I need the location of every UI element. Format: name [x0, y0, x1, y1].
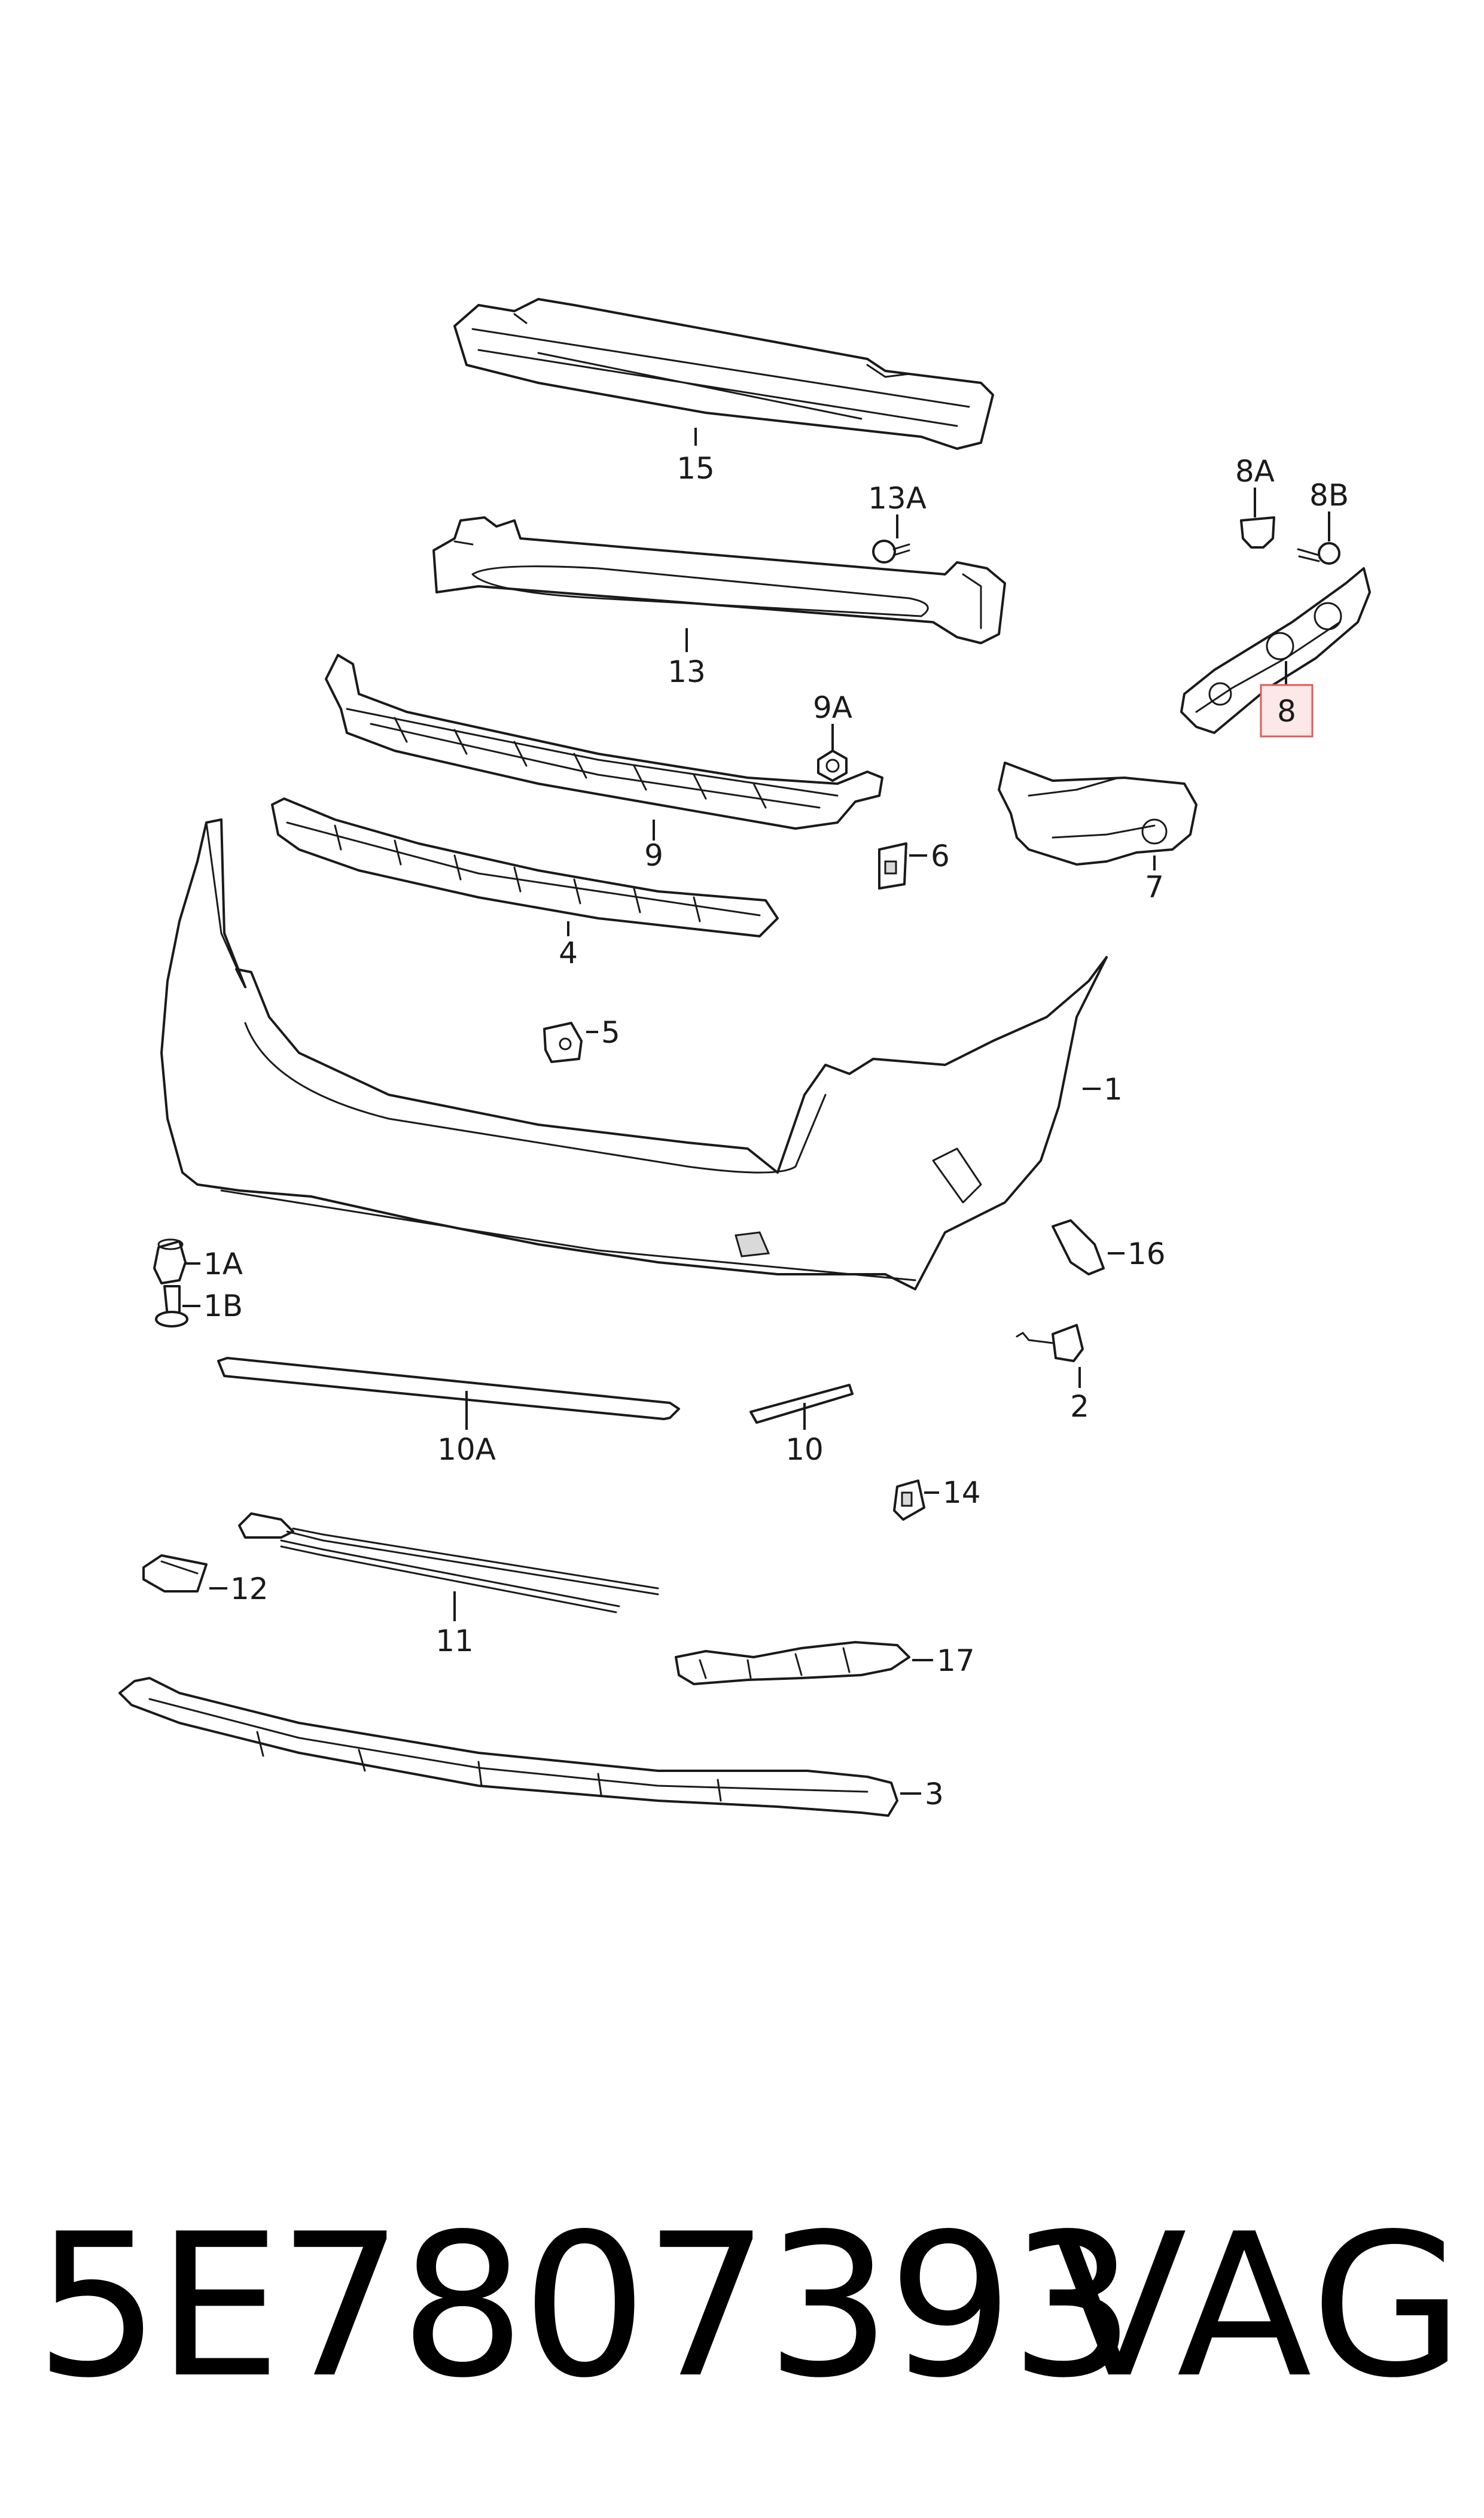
callout-3: 3	[925, 1777, 944, 1811]
callout-7: 7	[1145, 870, 1164, 905]
part-2-tow-cap	[1016, 1324, 1084, 1362]
part-9a-nut	[817, 750, 848, 782]
callout-1a: 1A	[203, 1247, 243, 1281]
callout-10a: 10A	[437, 1432, 496, 1467]
part-10a-trim-strip	[217, 1357, 680, 1420]
part-14-clip	[893, 1479, 925, 1521]
part-7-guide-piece	[998, 762, 1197, 866]
callout-1: 1	[1104, 1072, 1123, 1107]
part-11-wiring-harness	[238, 1512, 659, 1613]
part-6-clip	[878, 842, 907, 890]
callout-8a: 8A	[1235, 454, 1275, 489]
part-number: 5E7807393	[35, 2191, 1135, 2421]
callout-13: 13	[668, 654, 706, 689]
callout-13a: 13A	[868, 481, 927, 516]
part-3-diffuser	[118, 1677, 898, 1817]
part-8-bracket	[1180, 567, 1371, 734]
brand-name: VAG	[1052, 2191, 1466, 2421]
footer: 5E7807393 VAG	[0, 2208, 1484, 2459]
part-16-cap	[1052, 1219, 1105, 1275]
callout-9a: 9A	[813, 690, 852, 725]
part-4-guide-strip	[271, 797, 779, 937]
callout-12: 12	[230, 1572, 269, 1606]
callout-5: 5	[601, 1015, 620, 1050]
part-13a-bolt	[872, 540, 910, 564]
part-10-trim-strip	[749, 1384, 854, 1424]
callout-1b: 1B	[203, 1289, 243, 1323]
callout-2: 2	[1070, 1389, 1089, 1424]
callout-4: 4	[559, 936, 578, 970]
callout-9: 9	[644, 838, 663, 873]
part-1b-screw	[155, 1285, 188, 1327]
callout-6: 6	[931, 839, 950, 873]
part-5-clip	[543, 1022, 583, 1063]
part-15-energy-absorber	[453, 298, 994, 450]
part-8b-screw	[1297, 542, 1340, 565]
callout-15: 15	[677, 451, 715, 486]
callout-11: 11	[435, 1624, 474, 1658]
part-17-bracket	[675, 1641, 910, 1685]
part-1a-clip-nut	[153, 1238, 187, 1284]
callout-8: 8	[1277, 694, 1296, 729]
part-9-guide-bracket	[325, 654, 883, 830]
part-1-bumper-cover	[160, 818, 1108, 1290]
callout-14: 14	[943, 1475, 981, 1510]
callout-16: 16	[1128, 1237, 1166, 1271]
part-8-highlight-box	[1260, 684, 1314, 738]
part-12-cover	[142, 1554, 208, 1593]
part-8a-clip	[1240, 516, 1275, 549]
callout-10: 10	[785, 1432, 824, 1467]
callout-17: 17	[937, 1643, 975, 1678]
part-13-reinforcement	[432, 516, 1006, 644]
callout-8b: 8B	[1309, 478, 1349, 513]
